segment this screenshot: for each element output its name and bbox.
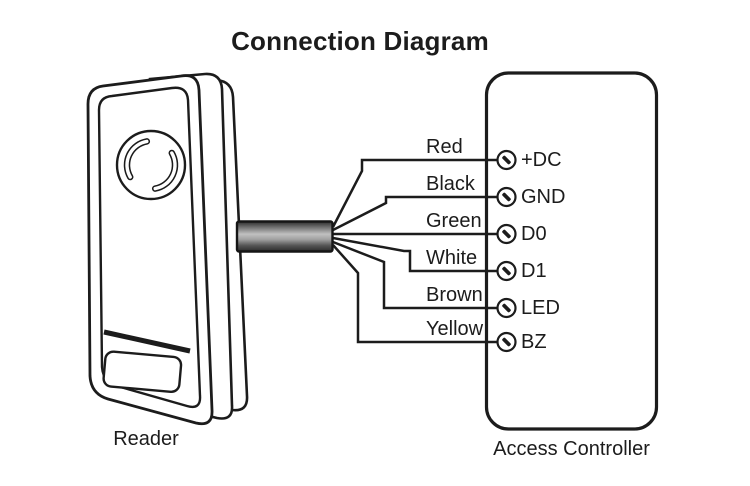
terminal-screw-bz-icon xyxy=(496,331,517,353)
wire-yellow xyxy=(332,244,498,344)
terminal-label-bz: BZ xyxy=(521,331,547,353)
wire-label-white: White xyxy=(426,247,478,269)
wire-red xyxy=(331,158,498,228)
terminal-label-d0: D0 xyxy=(521,223,547,245)
wire-brown xyxy=(332,240,498,310)
terminal-label-led: LED xyxy=(521,297,560,319)
wire-label-red: Red xyxy=(426,136,463,158)
terminal-screws xyxy=(496,149,517,353)
wires xyxy=(331,158,498,344)
lens-shine-lower-inner xyxy=(153,151,177,191)
wire-label-yellow: Yellow xyxy=(426,318,484,340)
wire-label-black: Black xyxy=(426,173,475,195)
terminal-screw-dc-icon xyxy=(496,149,517,171)
reader-card-window xyxy=(102,350,183,394)
terminal-label-gnd: GND xyxy=(521,186,566,208)
wire-label-brown: Brown xyxy=(426,284,483,306)
wire-black xyxy=(332,195,498,232)
terminal-screw-d0-icon xyxy=(496,223,517,245)
controller-label: Access Controller xyxy=(493,438,650,460)
terminal-screw-gnd-icon xyxy=(496,186,517,208)
wire-label-green: Green xyxy=(426,210,482,232)
terminal-screw-d1-icon xyxy=(496,260,517,282)
terminal-label-dc: +DC xyxy=(521,149,562,171)
reader-label: Reader xyxy=(113,428,179,450)
reader-device xyxy=(86,72,249,426)
cable xyxy=(235,220,334,253)
diagram-title: Connection Diagram xyxy=(231,26,489,56)
reader-stripe xyxy=(103,329,191,354)
terminal-screw-led-icon xyxy=(496,297,517,319)
reader-front-inset-line xyxy=(97,86,202,409)
wire-white xyxy=(332,236,498,273)
terminal-label-d1: D1 xyxy=(521,260,547,282)
lens-shine-upper-inner xyxy=(125,139,149,179)
controller-box xyxy=(484,71,659,431)
